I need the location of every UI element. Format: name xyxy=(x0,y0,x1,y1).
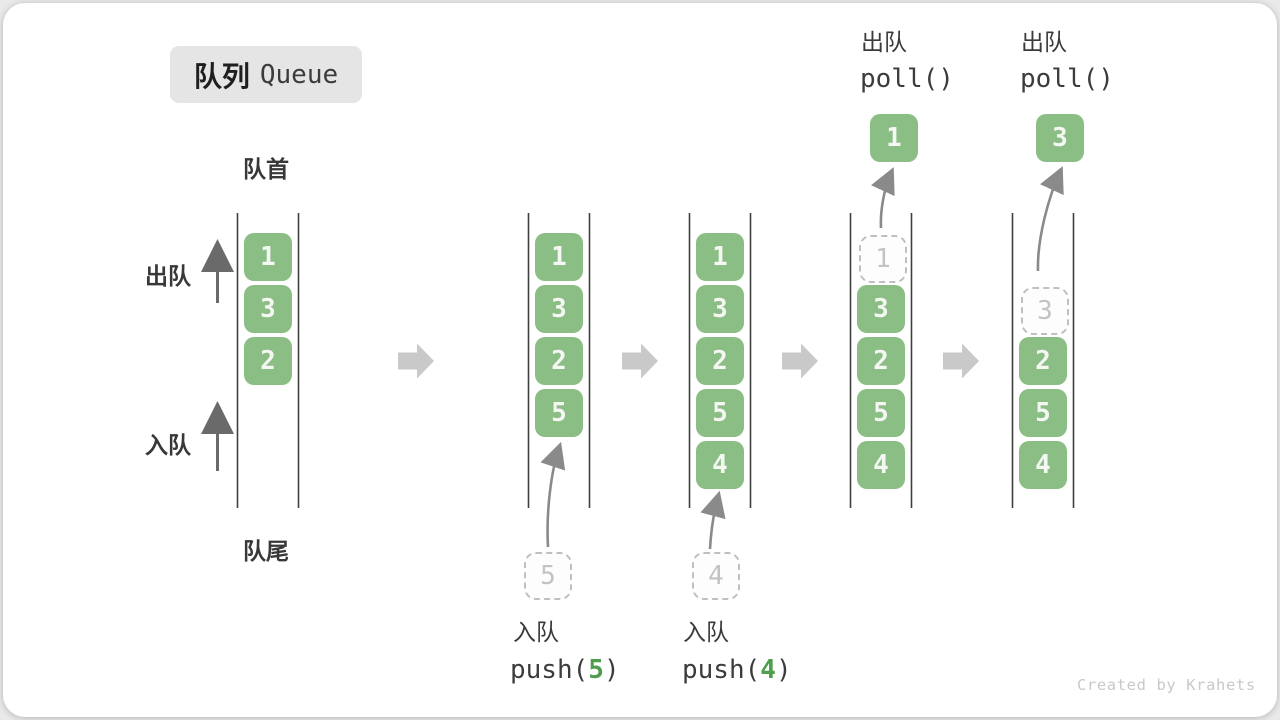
poll3-arrow xyxy=(1036,166,1064,272)
poll1-arrow xyxy=(871,167,895,229)
label-dequeue-side: 出队 xyxy=(145,263,191,289)
queue-cell: 3 xyxy=(535,285,583,333)
queue-cell: 2 xyxy=(244,337,292,385)
code-text: push( xyxy=(510,655,589,685)
push4-label: 入队 xyxy=(683,619,729,645)
queue-cell: 2 xyxy=(535,337,583,385)
queue-cell: 2 xyxy=(696,337,744,385)
queue-cell: 2 xyxy=(1019,337,1067,385)
push5-code: push(5) xyxy=(510,655,620,685)
state-transition-arrow xyxy=(943,343,979,379)
queue-cell: 2 xyxy=(857,337,905,385)
push5-arrow xyxy=(540,441,566,548)
queue-cell-removed: 3 xyxy=(1021,287,1069,335)
queue-cell: 5 xyxy=(535,389,583,437)
incoming-value-box: 5 xyxy=(524,552,572,600)
watermark: Created by Krahets xyxy=(1077,676,1256,694)
title-zh: 队列 xyxy=(193,60,250,92)
popped-value-box: 3 xyxy=(1036,114,1084,162)
poll3-code: poll() xyxy=(1020,64,1114,94)
label-queue-front: 队首 xyxy=(243,156,289,182)
queue-cell: 4 xyxy=(857,441,905,489)
title-en: Queue xyxy=(259,59,339,90)
queue-cell: 4 xyxy=(1019,441,1067,489)
queue-cell-removed: 1 xyxy=(859,235,907,283)
incoming-value-box: 4 xyxy=(692,552,740,600)
label-enqueue-side: 入队 xyxy=(145,432,191,458)
push4-code: push(4) xyxy=(682,655,792,685)
label-queue-rear: 队尾 xyxy=(243,538,289,564)
code-text: push( xyxy=(682,655,761,685)
popped-value-box: 1 xyxy=(870,114,918,162)
poll3-label: 出队 xyxy=(1021,29,1067,55)
state-transition-arrow xyxy=(398,343,434,379)
poll1-label: 出队 xyxy=(861,29,907,55)
state-transition-arrow xyxy=(622,343,658,379)
poll1-code: poll() xyxy=(860,64,954,94)
code-arg: 5 xyxy=(588,655,604,685)
queue-cell: 3 xyxy=(244,285,292,333)
queue-cell: 5 xyxy=(857,389,905,437)
push5-label: 入队 xyxy=(513,619,559,645)
queue-cell: 1 xyxy=(535,233,583,281)
state-transition-arrow xyxy=(782,343,818,379)
queue-cell: 4 xyxy=(696,441,744,489)
queue-cell: 1 xyxy=(244,233,292,281)
title-badge: 队列 Queue xyxy=(170,46,362,103)
queue-cell: 3 xyxy=(857,285,905,333)
queue-cell: 5 xyxy=(1019,389,1067,437)
code-text: ) xyxy=(775,655,792,685)
queue-cell: 1 xyxy=(696,233,744,281)
code-arg: 4 xyxy=(760,655,776,685)
code-text: ) xyxy=(603,655,620,685)
push4-arrow xyxy=(700,490,726,550)
queue-cell: 3 xyxy=(696,285,744,333)
queue-cell: 5 xyxy=(696,389,744,437)
